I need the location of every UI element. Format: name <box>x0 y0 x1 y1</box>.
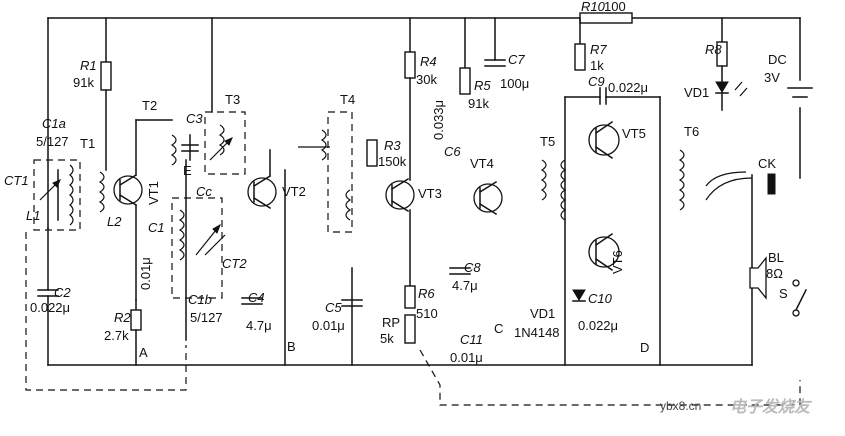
t4-vt3-stage: T4 R4 30k R3 150k 0.033μ C6 VT3 R6 510 R… <box>298 17 461 366</box>
r3-label: R3 <box>384 138 401 153</box>
vd1-part: 1N4148 <box>514 325 560 340</box>
l1-label: L1 <box>26 208 40 223</box>
vt2-transistor <box>247 177 277 207</box>
r1-value: 91k <box>73 75 94 90</box>
vt2-label: VT2 <box>282 184 306 199</box>
r4-label: R4 <box>420 54 437 69</box>
c8-label: C8 <box>464 260 481 275</box>
r1-resistor: R1 91k <box>73 17 112 171</box>
c1b-label: C1b <box>188 292 212 307</box>
c6-label: C6 <box>444 144 461 159</box>
c2-value: 0.022μ <box>30 300 70 315</box>
e-label: E <box>183 163 192 178</box>
c1a-t1-antenna: C1a 5/127 T1 CT1 L1 <box>4 116 95 231</box>
r1-label: R1 <box>80 58 97 73</box>
switch-linkage <box>419 349 801 406</box>
r4-value: 30k <box>416 72 437 87</box>
c10-value: 0.022μ <box>578 318 618 333</box>
vt4-stage: R5 91k C7 100μ VT4 C8 4.7μ C11 0.01μ C <box>449 17 529 365</box>
c4-value: 4.7μ <box>246 318 272 333</box>
ct1-label: CT1 <box>4 173 29 188</box>
watermark: ybx8.cn 电子发烧友 <box>660 398 813 416</box>
output-stage: T5 R7 1k C9 0.022μ VT5 VT6 C10 0.022μ VD… <box>514 17 661 366</box>
vd1-led-label: VD1 <box>684 85 709 100</box>
c5-value: 0.01μ <box>312 318 345 333</box>
r10-label: R10 <box>581 0 606 14</box>
watermark-brand: 电子发烧友 <box>730 398 813 416</box>
vt1-transistor <box>113 175 143 205</box>
t4-label: T4 <box>340 92 355 107</box>
rp-label: RP <box>382 315 400 330</box>
indicator-and-supply: R8 VD1 DC 3V T6 CK BL 8Ω S <box>678 17 813 317</box>
r7-value: 1k <box>590 58 604 73</box>
r7-label: R7 <box>590 42 607 57</box>
r5-label: R5 <box>474 78 491 93</box>
test-point-a: A <box>139 345 148 360</box>
r6-label: R6 <box>418 286 435 301</box>
r5-value: 91k <box>468 96 489 111</box>
r8-label: R8 <box>705 42 722 57</box>
c1-label: C1 <box>148 220 165 235</box>
vt4-transistor <box>473 183 503 213</box>
c3-label: C3 <box>186 111 203 126</box>
vt1-label: VT1 <box>146 181 161 205</box>
r2-value: 2.7k <box>104 328 129 343</box>
vt3-label: VT3 <box>418 186 442 201</box>
c11-value: 0.01μ <box>450 350 483 365</box>
watermark-site: ybx8.cn <box>660 399 701 413</box>
c11-label: C11 <box>460 332 483 347</box>
r10-resistor: R10 100 <box>579 0 633 24</box>
vt1-stage: L2 VT1 T2 C1 0.01μ R2 2.7k A <box>98 98 177 366</box>
bl-value: 8Ω <box>766 266 783 281</box>
dc-value: 3V <box>764 70 780 85</box>
oscillator-block: T3 C3 E Cc C1b 5/127 CT2 <box>171 17 247 341</box>
t3-label: T3 <box>225 92 240 107</box>
c7-value: 100μ <box>500 76 529 91</box>
gang-linkage <box>25 232 187 391</box>
ct2-label: CT2 <box>222 256 247 271</box>
r2-label: R2 <box>114 310 131 325</box>
c6-value: 0.033μ <box>431 100 446 140</box>
c1a-label: C1a <box>42 116 66 131</box>
c9-label: C9 <box>588 74 605 89</box>
t6-label: T6 <box>684 124 699 139</box>
t1-label: T1 <box>80 136 95 151</box>
c9-value: 0.022μ <box>608 80 648 95</box>
r10-value: 100 <box>604 0 626 14</box>
t2-label: T2 <box>142 98 157 113</box>
c7-label: C7 <box>508 52 525 67</box>
r6-value: 510 <box>416 306 438 321</box>
l2-label: L2 <box>107 214 122 229</box>
rails <box>47 17 801 366</box>
r3-value: 150k <box>378 154 407 169</box>
test-point-b: B <box>287 339 296 354</box>
bl-label: BL <box>768 250 784 265</box>
c2-label: C2 <box>54 285 71 300</box>
c1-value: 0.01μ <box>138 257 153 290</box>
t5-label: T5 <box>540 134 555 149</box>
vt6-label: VT6 <box>610 250 625 274</box>
c5-label: C5 <box>325 300 342 315</box>
vt5-label: VT5 <box>622 126 646 141</box>
rp-value: 5k <box>380 331 394 346</box>
c8-value: 4.7μ <box>452 278 478 293</box>
c2-capacitor: C2 0.022μ <box>30 227 71 315</box>
s-label: S <box>779 286 788 301</box>
dc-label: DC <box>768 52 787 67</box>
c1a-value: 5/127 <box>36 134 69 149</box>
vt2-stage: VT2 C4 4.7μ B <box>241 149 306 366</box>
vt3-transistor <box>385 180 415 210</box>
vt4-label: VT4 <box>470 156 494 171</box>
cc-label: Cc <box>196 184 212 199</box>
c1b-value: 5/127 <box>190 310 223 325</box>
test-point-d: D <box>640 340 649 355</box>
vd1-label: VD1 <box>530 306 555 321</box>
test-point-c: C <box>494 321 503 336</box>
vt5-transistor <box>588 124 620 156</box>
ck-label: CK <box>758 156 776 171</box>
c10-label: C10 <box>588 291 613 306</box>
